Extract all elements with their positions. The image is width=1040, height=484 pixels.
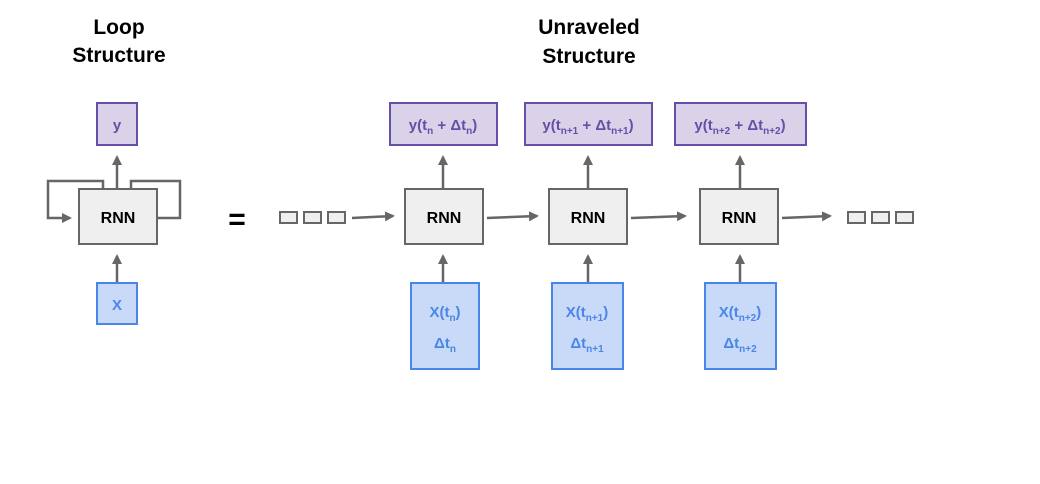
cell-output-box bbox=[389, 102, 498, 146]
loop-structure: y RNN X bbox=[46, 102, 182, 325]
equals-sign: = bbox=[228, 203, 246, 236]
cell-output-label: y(tn+1 + Δtn+1) bbox=[542, 117, 633, 137]
cell-rnn-label: RNN bbox=[722, 210, 757, 227]
unrolled-cell-2: y(tn+1 + Δtn+1) RNN X(tn+1) Δtn+1 bbox=[524, 102, 653, 370]
unraveled-title-line2: Structure bbox=[542, 45, 635, 68]
cell-rnn-label: RNN bbox=[427, 210, 462, 227]
loop-rnn-label: RNN bbox=[101, 210, 136, 227]
cell-output-box bbox=[524, 102, 653, 146]
cell-connector-arrow bbox=[486, 211, 539, 222]
loop-rnn-box bbox=[78, 188, 158, 245]
ellipsis-box bbox=[871, 211, 890, 224]
ellipsis-box bbox=[895, 211, 914, 224]
cell-rnn-label: RNN bbox=[571, 210, 606, 227]
loop-title-line2: Structure bbox=[72, 44, 165, 67]
cell-input-box bbox=[704, 282, 777, 370]
cell-input-line2: Δtn bbox=[434, 335, 456, 355]
cell-rnn-box bbox=[548, 188, 628, 245]
ellipsis-box bbox=[847, 211, 866, 224]
loop-input-label: X bbox=[112, 297, 122, 314]
loop-recurrent-arrow-left bbox=[46, 179, 105, 223]
cell-rnn-box bbox=[699, 188, 779, 245]
ellipsis-box bbox=[303, 211, 322, 224]
cell-input-line2: Δtn+1 bbox=[570, 335, 604, 355]
unrolled-cell-3: y(tn+2 + Δtn+2) RNN X(tn+2) Δtn+2 bbox=[674, 102, 807, 370]
cell-input-box bbox=[410, 282, 480, 370]
cell-input-line1: X(tn) bbox=[429, 304, 460, 324]
cell-output-box bbox=[674, 102, 807, 146]
leading-ellipsis bbox=[279, 211, 346, 224]
loop-title-line1: Loop bbox=[93, 16, 144, 39]
loop-input-box bbox=[96, 282, 138, 325]
cell-connector-arrow bbox=[630, 211, 687, 222]
loop-output-label: y bbox=[113, 117, 122, 134]
trailing-ellipsis bbox=[847, 211, 914, 224]
cell-input-line1: X(tn+1) bbox=[566, 304, 609, 324]
cell-output-label: y(tn+2 + Δtn+2) bbox=[694, 117, 785, 137]
unrolled-cell-1: y(tn + Δtn) RNN X(tn) Δtn bbox=[389, 102, 498, 370]
leading-arrow bbox=[351, 211, 395, 222]
cell-input-line2: Δtn+2 bbox=[723, 335, 757, 355]
cell-input-line1: X(tn+2) bbox=[719, 304, 762, 324]
ellipsis-box bbox=[327, 211, 346, 224]
cell-rnn-box bbox=[404, 188, 484, 245]
unraveled-title-line1: Unraveled bbox=[538, 16, 640, 39]
loop-recurrent-line-right bbox=[129, 179, 182, 220]
trailing-arrow bbox=[781, 211, 832, 222]
loop-output-box bbox=[96, 102, 138, 146]
cell-output-label: y(tn + Δtn) bbox=[409, 117, 477, 137]
cell-input-box bbox=[551, 282, 624, 370]
ellipsis-box bbox=[279, 211, 298, 224]
